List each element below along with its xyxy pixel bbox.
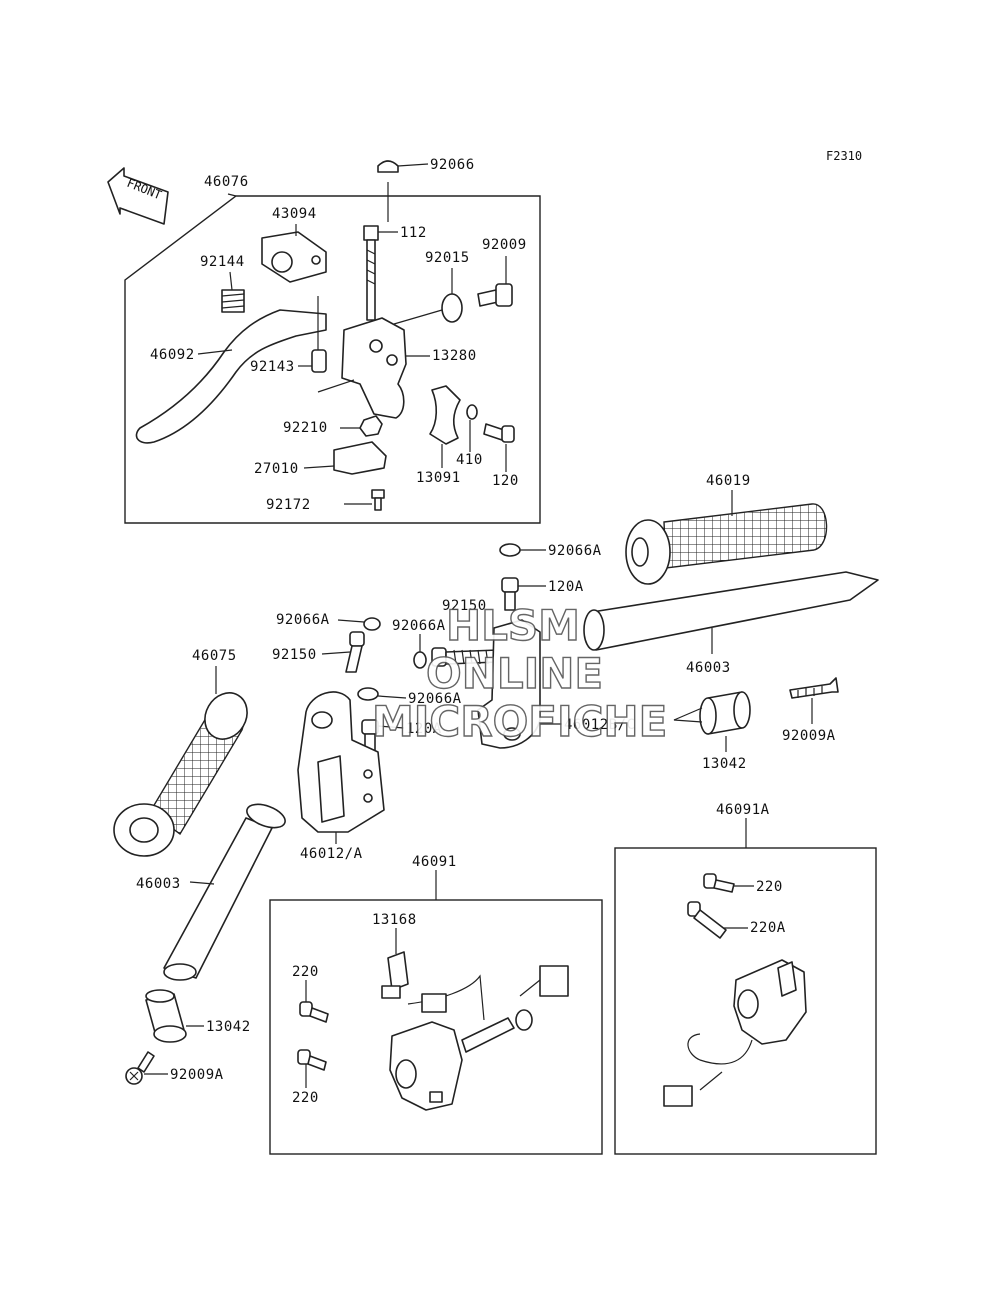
label-13042-left: 13042 — [206, 1019, 251, 1035]
label-120: 120 — [492, 473, 519, 489]
part-92143 — [298, 296, 327, 373]
part-13091 — [429, 385, 461, 468]
label-46012BC: 46012B/C — [564, 717, 635, 733]
part-92066 — [377, 160, 429, 222]
label-46091A: 46091A — [716, 802, 770, 818]
watermark-line1: HLSM — [446, 601, 580, 650]
label-92066: 92066 — [430, 157, 475, 173]
label-46092: 46092 — [150, 347, 195, 363]
label-92172: 92172 — [266, 497, 311, 513]
part-92150-short — [321, 631, 365, 673]
label-92144: 92144 — [200, 254, 245, 270]
part-92015 — [393, 268, 463, 325]
label-46076: 46076 — [204, 174, 249, 190]
label-13091: 13091 — [416, 470, 461, 486]
label-13280: 13280 — [432, 348, 477, 364]
label-92066A-top: 92066A — [548, 543, 602, 559]
label-92210: 92210 — [283, 420, 328, 436]
label-46003-left: 46003 — [136, 876, 181, 892]
part-220-upper — [299, 980, 329, 1023]
part-92009A-right — [789, 677, 839, 724]
part-220-lower — [297, 1049, 327, 1088]
label-220-upper: 220 — [292, 964, 319, 980]
part-92066A-left — [337, 617, 381, 631]
label-46012A: 46012/A — [300, 846, 363, 862]
part-46075 — [113, 666, 248, 857]
label-92066A-mid: 92066A — [392, 618, 446, 634]
part-220A — [687, 901, 748, 939]
part-120 — [483, 423, 515, 472]
label-220-lower: 220 — [292, 1090, 319, 1106]
part-92066A-lower — [357, 687, 407, 701]
part-left-switch-housing — [389, 965, 569, 1111]
part-92172 — [344, 489, 385, 511]
part-46003-left — [163, 803, 286, 981]
label-92066A-left: 92066A — [276, 612, 330, 628]
label-92009A-right: 92009A — [782, 728, 836, 744]
part-46019 — [625, 490, 828, 585]
figure-code: F2310 — [826, 149, 862, 163]
label-120A-top: 120A — [548, 579, 584, 595]
label-13168: 13168 — [372, 912, 417, 928]
label-46075: 46075 — [192, 648, 237, 664]
part-92210 — [340, 415, 383, 437]
label-92066A-lower: 92066A — [408, 691, 462, 707]
label-92150-short: 92150 — [272, 647, 317, 663]
part-220-right — [703, 873, 754, 893]
label-43094: 43094 — [272, 206, 317, 222]
label-120A-lower: 120A — [406, 721, 442, 737]
part-13280 — [317, 317, 430, 419]
label-92143: 92143 — [250, 359, 295, 375]
part-92009A-left — [125, 1051, 168, 1085]
part-46012BC — [477, 619, 562, 749]
watermark-line3: MICROFICHE — [372, 697, 667, 746]
part-27010 — [303, 441, 387, 475]
label-220-right: 220 — [756, 879, 783, 895]
part-right-switch-housing — [663, 959, 807, 1107]
part-43094 — [261, 224, 327, 283]
label-220A: 220A — [750, 920, 786, 936]
label-13042-right: 13042 — [702, 756, 747, 772]
label-27010: 27010 — [254, 461, 299, 477]
watermark-line2: ONLINE — [426, 649, 603, 698]
label-92015: 92015 — [425, 250, 470, 266]
part-92066A-mid — [413, 634, 427, 669]
label-410: 410 — [456, 452, 483, 468]
front-arrow-icon: FRONT — [107, 167, 169, 225]
part-46003-right — [583, 571, 879, 654]
lever-assembly-frame — [124, 195, 541, 524]
part-112 — [363, 225, 398, 321]
part-92144 — [221, 271, 245, 313]
part-120A-top — [501, 577, 546, 611]
label-112: 112 — [400, 225, 427, 241]
part-410 — [466, 404, 478, 452]
part-13042-right — [673, 691, 751, 752]
watermark: HLSM ONLINE MICROFICHE — [371, 600, 668, 746]
part-92066A-top — [499, 543, 546, 557]
label-92150-top: 92150 — [442, 598, 487, 614]
label-46091: 46091 — [412, 854, 457, 870]
part-46012A — [297, 691, 385, 844]
label-46019: 46019 — [706, 473, 751, 489]
label-92009A-left: 92009A — [170, 1067, 224, 1083]
part-13168 — [381, 928, 409, 999]
part-46092 — [135, 309, 327, 444]
label-92009: 92009 — [482, 237, 527, 253]
label-46003-right: 46003 — [686, 660, 731, 676]
part-92009 — [477, 256, 513, 307]
part-13042-left — [145, 989, 204, 1043]
